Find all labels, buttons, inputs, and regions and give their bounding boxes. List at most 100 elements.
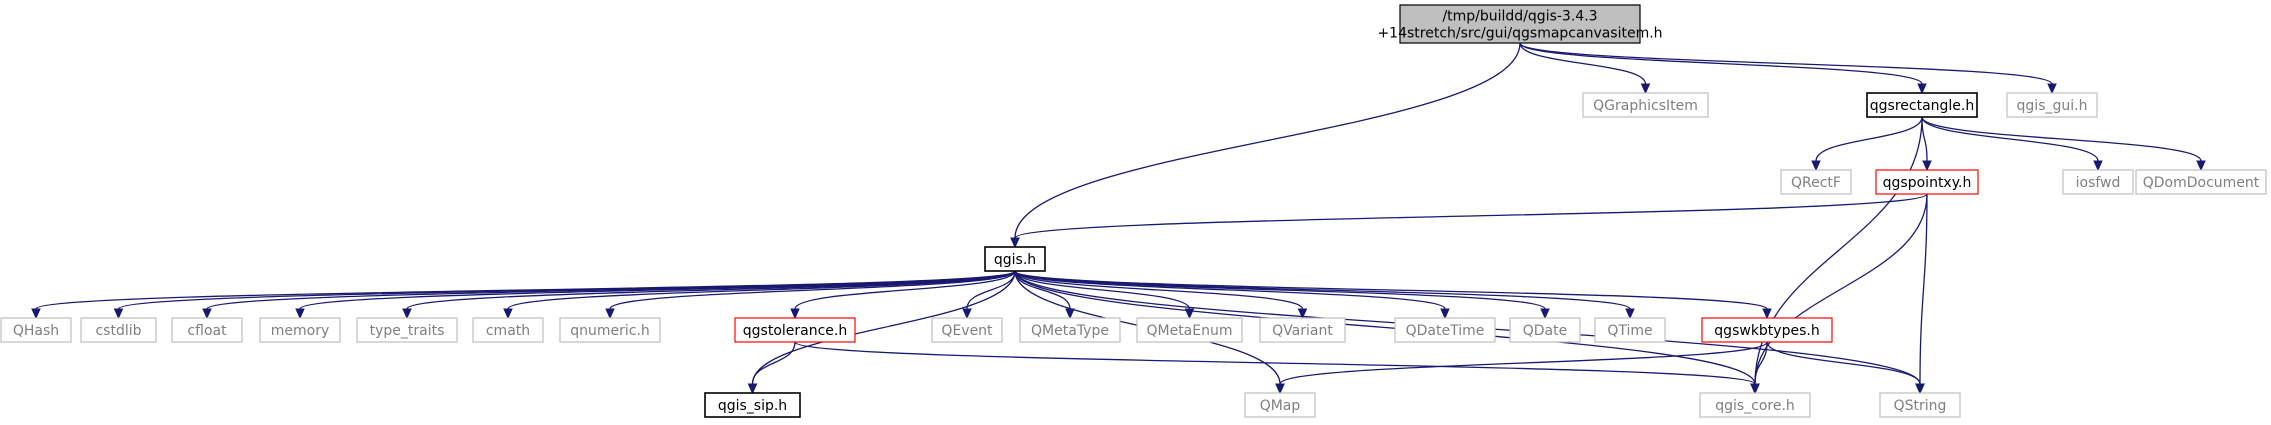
- edge-arrowhead: [747, 383, 758, 395]
- node-box: [2135, 169, 2267, 195]
- edge-qgis-to-qgswkbtypes: [1014, 270, 1768, 310]
- node-qgraphicsitem: QGraphicsItem: [1582, 92, 1709, 118]
- edge-root-to-qgis: [1014, 42, 1521, 239]
- node-label: type_traits: [370, 323, 445, 339]
- edge-qgsrectangle-to-qrectf: [1815, 116, 1923, 162]
- edge-qgswkbtypes-to-qmap: [1279, 341, 1768, 385]
- node-label: qgis_gui.h: [2017, 98, 2088, 114]
- node-box: [472, 317, 544, 343]
- node-label: QMap: [1260, 398, 1301, 414]
- node-root[interactable]: /tmp/buildd/qgis-3.4.3+14stretch/src/gui…: [1377, 4, 1663, 44]
- node-qgis_core: qgis_core.h: [1699, 392, 1811, 418]
- node-box: [259, 317, 341, 343]
- edge-arrowhead: [402, 308, 412, 320]
- edge-arrowhead: [1540, 308, 1550, 320]
- node-label: cstdlib: [95, 323, 141, 339]
- node-label: QMetaType: [1031, 323, 1109, 339]
- node-label: QString: [1894, 398, 1947, 414]
- edge-arrowhead: [1065, 308, 1075, 320]
- node-memory: memory: [259, 317, 341, 343]
- edge-arrowhead: [790, 308, 800, 320]
- edge-arrowhead: [31, 308, 41, 320]
- node-qnumeric: qnumeric.h: [559, 317, 661, 343]
- node-cstdlib: cstdlib: [80, 317, 157, 343]
- edge-qgis-to-cmath: [507, 270, 1016, 310]
- node-box: [1780, 169, 1852, 195]
- node-qvariant: QVariant: [1259, 317, 1346, 343]
- edge-qgsrectangle-to-qdomdocument: [1921, 116, 2202, 162]
- edge-root-to-qgis_gui: [1519, 42, 2053, 85]
- edge-qgstolerance-to-qgis_sip: [751, 341, 796, 385]
- edge-arrowhead: [1640, 83, 1651, 95]
- edge-qgis-to-qmetaenum: [1014, 270, 1191, 310]
- edge-arrowhead: [2047, 83, 2057, 95]
- edge-qgis-to-cfloat: [206, 270, 1016, 310]
- node-box: [704, 392, 801, 418]
- node-label: qgis.h: [994, 252, 1036, 268]
- node-box: [2062, 169, 2134, 195]
- edge-arrowhead: [962, 308, 972, 320]
- node-box: [1259, 317, 1346, 343]
- nodes-layer: /tmp/buildd/qgis-3.4.3+14stretch/src/gui…: [0, 4, 2267, 418]
- node-qtime: QTime: [1594, 317, 1666, 343]
- node-qgis_sip[interactable]: qgis_sip.h: [704, 392, 801, 418]
- node-qmetatype: QMetaType: [1019, 317, 1121, 343]
- node-box: [1594, 317, 1666, 343]
- node-box: [1509, 317, 1581, 343]
- node-box: [559, 317, 661, 343]
- edge-qgis-to-qdate: [1014, 270, 1546, 310]
- edge-arrowhead: [202, 308, 212, 320]
- node-qgis[interactable]: qgis.h: [984, 246, 1046, 272]
- node-label: QGraphicsItem: [1593, 98, 1698, 114]
- edge-arrowhead: [1625, 308, 1635, 320]
- edge-qgis-to-qdatetime: [1014, 270, 1446, 310]
- node-qevent: QEvent: [931, 317, 1003, 343]
- node-label: iosfwd: [2076, 175, 2121, 191]
- edge-arrowhead: [1915, 383, 1925, 395]
- node-box: [171, 317, 243, 343]
- node-box: [80, 317, 157, 343]
- node-label: +14stretch/src/gui/qgsmapcanvasitem.h: [1377, 26, 1662, 42]
- node-qrectf: QRectF: [1780, 169, 1852, 195]
- edge-qgis-to-type_traits: [406, 270, 1016, 310]
- node-label: qgsrectangle.h: [1870, 98, 1974, 114]
- node-qgstolerance[interactable]: qgstolerance.h: [734, 317, 856, 343]
- node-label: QDomDocument: [2143, 175, 2260, 191]
- node-qdatetime: QDateTime: [1394, 317, 1496, 343]
- node-label: QMetaEnum: [1146, 323, 1232, 339]
- node-qgswkbtypes[interactable]: qgswkbtypes.h: [1701, 317, 1833, 343]
- edge-arrowhead: [1297, 308, 1308, 320]
- node-label: qgswkbtypes.h: [1714, 323, 1819, 339]
- edge-qgis-to-qgis_sip: [751, 270, 1016, 385]
- node-label: memory: [271, 323, 330, 339]
- node-label: qgstolerance.h: [743, 323, 847, 339]
- node-qgsrectangle[interactable]: qgsrectangle.h: [1866, 92, 1978, 118]
- node-qdate: QDate: [1509, 317, 1581, 343]
- edge-arrowhead: [1917, 83, 1927, 95]
- edge-qgis-to-qgis_core: [1014, 270, 1756, 385]
- edge-arrowhead: [605, 308, 615, 320]
- node-qgis_gui: qgis_gui.h: [2006, 92, 2098, 118]
- node-qstring: QString: [1879, 392, 1961, 418]
- node-qhash: QHash: [0, 317, 72, 343]
- node-box: [1019, 317, 1121, 343]
- node-label: QHash: [13, 323, 59, 339]
- edge-qgspointxy-to-qstring: [1919, 193, 1928, 385]
- edge-qgis-to-qtime: [1014, 270, 1631, 310]
- node-box: [1399, 4, 1641, 44]
- node-label: /tmp/buildd/qgis-3.4.3: [1442, 9, 1597, 25]
- edge-arrowhead: [1750, 383, 1760, 395]
- node-qmap: QMap: [1244, 392, 1316, 418]
- edge-qgsrectangle-to-iosfwd: [1921, 116, 2099, 162]
- node-box: [1136, 317, 1243, 343]
- node-qgspointxy[interactable]: qgspointxy.h: [1875, 169, 1979, 195]
- edge-qgis-to-qvariant: [1014, 270, 1304, 310]
- edge-root-to-qgsrectangle: [1519, 42, 1923, 85]
- node-box: [0, 317, 72, 343]
- edge-root-to-qgraphicsitem: [1519, 42, 1647, 85]
- edge-arrowhead: [2196, 160, 2206, 172]
- node-label: QVariant: [1272, 323, 1333, 339]
- edge-qgis-to-cstdlib: [117, 270, 1016, 310]
- node-box: [1394, 317, 1496, 343]
